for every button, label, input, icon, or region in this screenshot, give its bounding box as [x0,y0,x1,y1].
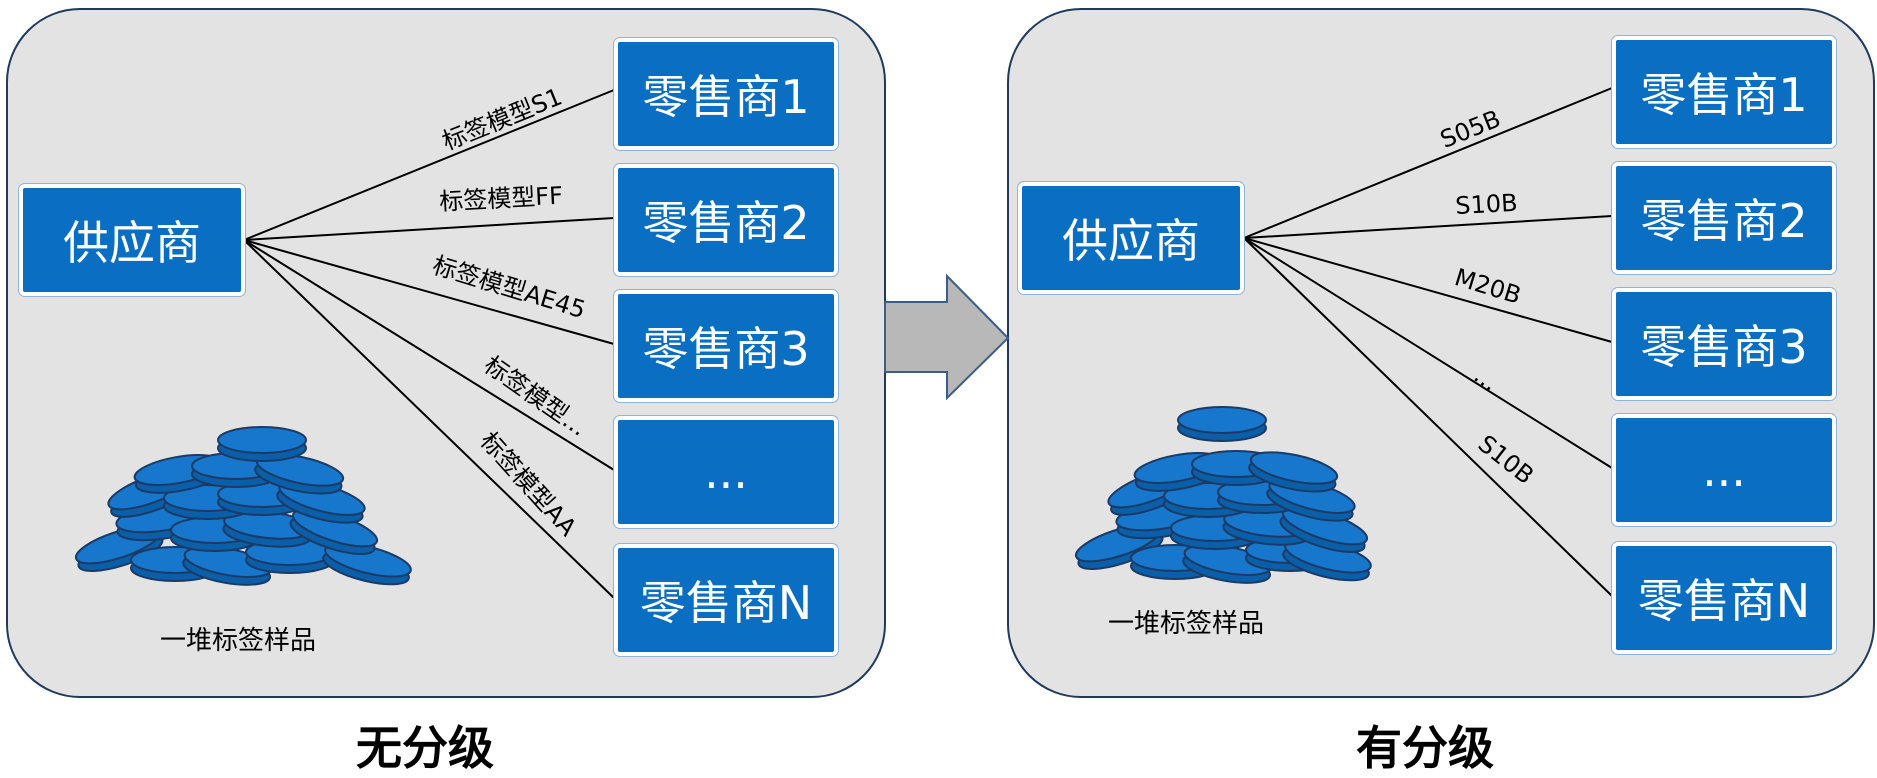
pile-caption-right: 一堆标签样品 [1108,609,1265,639]
supplier-box-right: 供应商 [1018,182,1244,294]
diagram-title-left: 无分级 [356,721,494,775]
pile-caption-left: 一堆标签样品 [160,626,317,656]
supplier-box-left: 供应商 [19,184,245,296]
retailer-box-right-5: 零售商N [1612,542,1836,654]
edge-label-left-2: 标签模型FF [438,181,564,216]
retailer-box-right-2: 零售商2 [1612,162,1836,274]
retailer-box-left-4: ... [614,416,838,528]
retailer-box-left-3: 零售商3 [614,290,838,402]
edge-label-right-2: S10B [1454,188,1519,220]
retailer-box-left-1: 零售商1 [614,38,838,150]
retailer-box-right-4: ... [1612,414,1836,526]
diagram-title-right: 有分级 [1356,721,1494,775]
retailer-box-left-5: 零售商N [614,544,838,656]
retailer-box-left-2: 零售商2 [614,164,838,276]
retailer-box-right-3: 零售商3 [1612,288,1836,400]
retailer-box-right-1: 零售商1 [1612,36,1836,148]
